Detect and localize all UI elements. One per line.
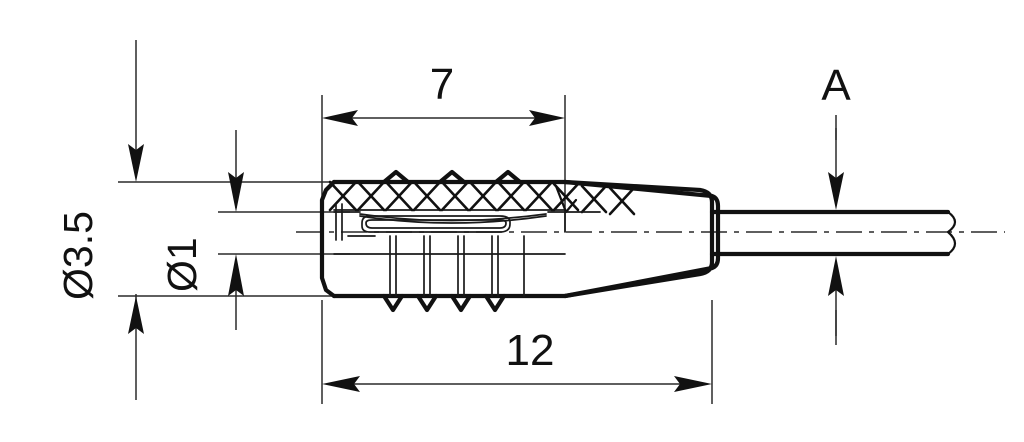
plug-nose-chamfer <box>319 179 337 299</box>
dim-label-a: A <box>821 61 851 110</box>
tooth-notch <box>449 293 473 313</box>
knurl-hatch <box>524 180 554 212</box>
dimension-7-group: 7 <box>322 60 565 126</box>
spring-leaf-upper <box>359 215 547 224</box>
dim-arrow-12-right <box>674 376 712 392</box>
dim-arrow-d35-bottom <box>128 296 144 334</box>
knurl-hatch <box>440 180 470 212</box>
knurl-hatch <box>384 180 414 212</box>
dim-label-d35: Ø3.5 <box>55 211 101 300</box>
strain-relief-taper <box>562 179 715 299</box>
tooth-notch <box>415 293 439 313</box>
dimension-d35-group: Ø3.5 <box>55 144 144 334</box>
knurl-hatch <box>412 180 442 212</box>
spring-leaf-lower-outline <box>365 219 507 229</box>
dim-arrow-d1-top <box>228 172 244 212</box>
knurl-hatch <box>328 180 358 212</box>
knurl-hatch <box>608 186 636 216</box>
dim-label-12: 12 <box>506 326 555 375</box>
cable-end-cap <box>946 210 957 256</box>
knurl-hatch <box>468 180 498 212</box>
tooth-notch <box>381 293 405 313</box>
dim-arrow-a-bottom <box>828 256 844 296</box>
dim-label-7: 7 <box>430 60 454 109</box>
dim-arrow-a-top <box>828 172 844 210</box>
dim-arrow-7-left <box>322 110 358 126</box>
knurl-hatch <box>580 184 608 214</box>
dim-arrow-12-left <box>322 376 360 392</box>
sleeve-outer-profile <box>331 179 721 271</box>
teeth-notch-group <box>381 293 507 313</box>
dim-arrow-7-right <box>529 110 565 126</box>
connector-body-group <box>319 179 721 299</box>
dim-arrow-d35-top <box>128 144 144 182</box>
spring-leaf-lower <box>361 215 511 233</box>
knurl-hatch <box>356 180 386 212</box>
internal-contact-group <box>333 184 601 297</box>
tooth-notch <box>483 293 507 313</box>
knurl-hatch <box>496 180 526 212</box>
knurl-pattern-group <box>328 169 636 216</box>
knurl-top-scallop <box>381 169 523 185</box>
dim-arrow-d1-bottom <box>228 254 244 296</box>
dimension-d1-group: Ø1 <box>159 172 244 296</box>
dimension-a-group: A <box>821 61 851 336</box>
cable-group <box>709 209 957 257</box>
dim-label-d1: Ø1 <box>159 237 205 292</box>
dimension-12-group: 12 <box>322 326 712 392</box>
